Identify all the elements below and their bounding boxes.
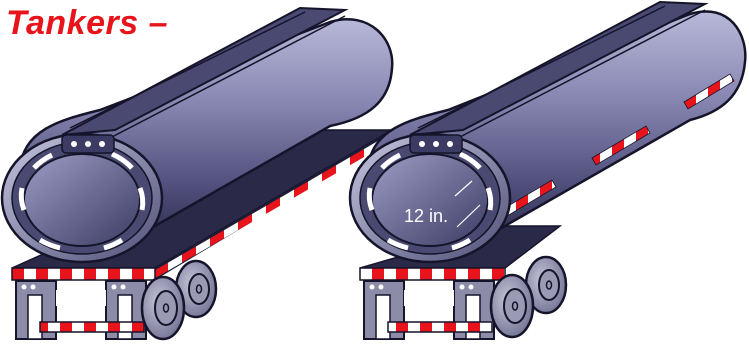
rear-bumper-tape [360,268,505,280]
measure-label: 12 in. [404,206,448,226]
tanker-left [2,8,392,339]
tank-end-cap [24,154,140,246]
tanker-right: 12 in. [350,2,745,339]
rear-bumper-tape [12,268,155,280]
lower-bumper-tape [40,322,144,332]
lower-bumper-tape [388,322,492,332]
tank-end-cap [372,154,488,246]
trailer-underframe [364,281,494,339]
trailer-underframe [16,281,146,339]
page-title: Tankers – [6,4,168,43]
